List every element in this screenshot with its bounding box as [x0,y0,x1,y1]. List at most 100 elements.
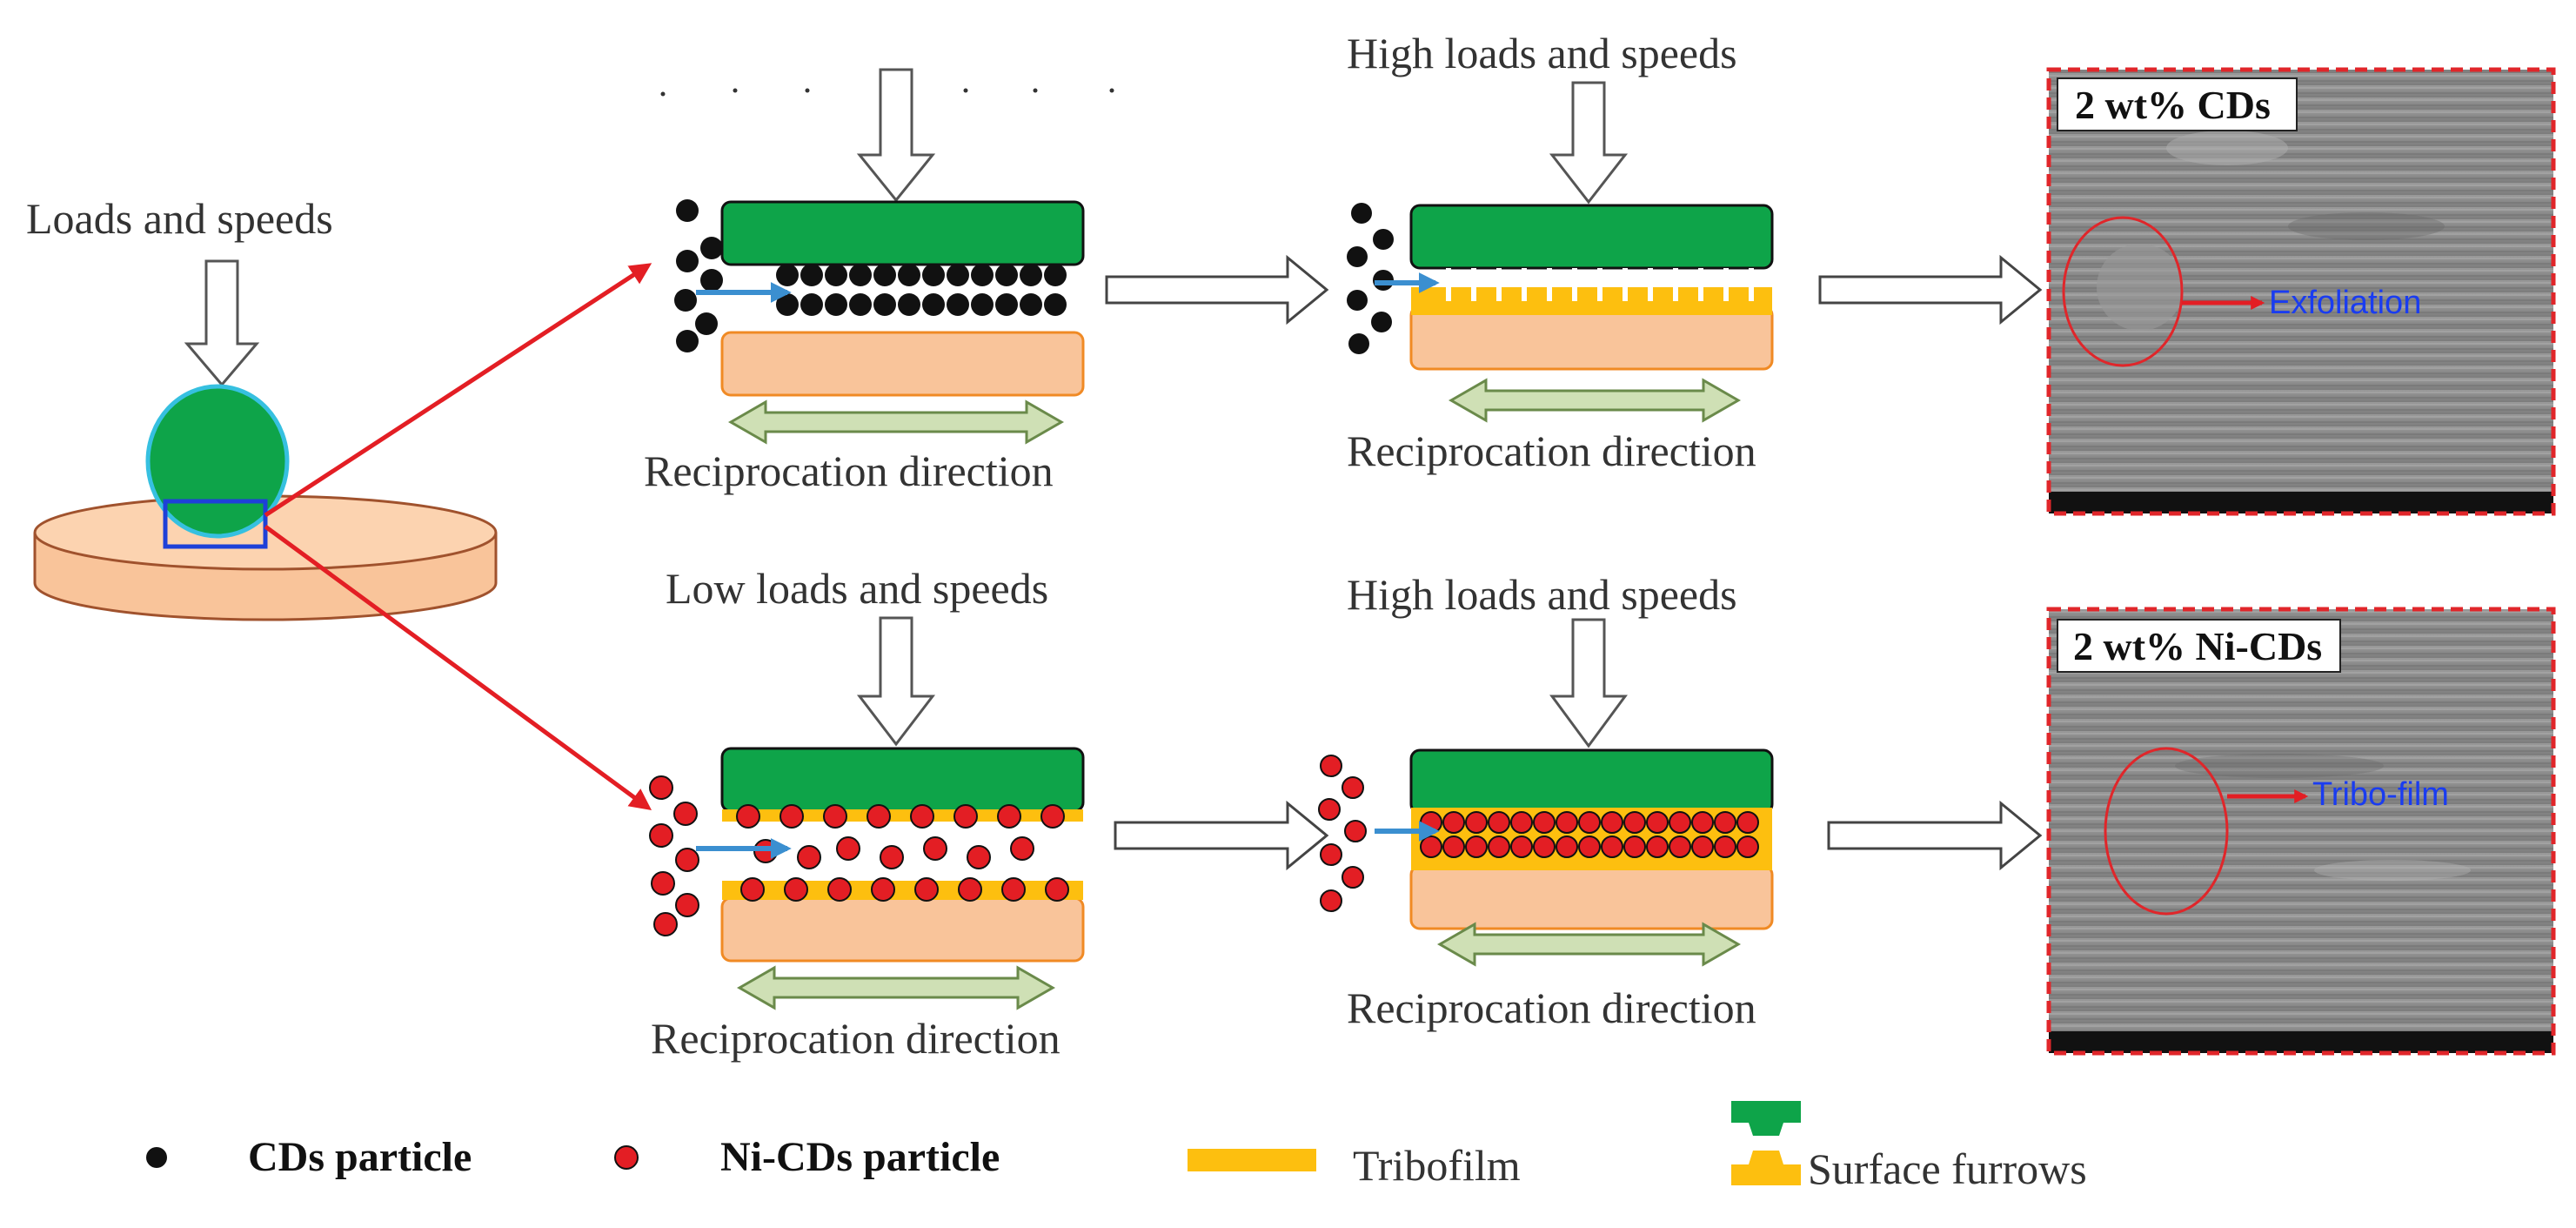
particle [1040,804,1065,829]
legend-tribofilm-swatch [1188,1149,1316,1171]
particle [1533,811,1556,834]
sem-title-box-top [2057,77,2298,131]
particle [1556,811,1578,834]
particle [1320,843,1342,866]
particle [958,877,982,902]
particle [649,823,673,848]
lower-body-bottom-2 [1409,864,1774,930]
particle [676,250,699,272]
particle [849,264,872,286]
furrow [1623,268,1628,301]
particle [1347,290,1368,311]
particle [1646,811,1669,834]
particle [1044,293,1067,316]
particle [1669,811,1691,834]
label-high-loads-bottom: High loads and speeds [1347,570,1737,619]
tribofilm-top-2 [1411,287,1772,315]
particle [1373,229,1394,250]
particle [1371,312,1392,332]
particle [880,845,904,869]
contact-zoom-box [163,499,268,549]
particle [673,802,698,826]
load-arrow-bottom-1 [856,616,936,747]
furrow [1522,268,1527,301]
label-recip-1: Reciprocation direction [644,446,1054,495]
particle [1488,835,1510,858]
particle [800,293,823,316]
particle [700,237,723,259]
particle [675,893,699,917]
furrow [1648,268,1653,301]
particle [1669,835,1691,858]
particle [836,836,860,861]
particle [1020,264,1042,286]
particle [898,293,920,316]
legend-nicds-label: Ni-CDs particle [720,1134,1000,1180]
particle [1623,811,1646,834]
furrow [1597,268,1602,301]
recip-arrow-bottom-2 [1436,922,1742,967]
particle [1442,811,1465,834]
particle [1465,835,1488,858]
particle [1556,835,1578,858]
particle [1646,835,1669,858]
particle [1020,293,1042,316]
load-arrow-top-1 [856,68,936,203]
particle [740,877,765,902]
nicds-particles-bottom-1 [649,775,1069,936]
particle [823,804,847,829]
particle [825,264,847,286]
particle [649,775,673,800]
legend-nicds-swatch [614,1145,639,1170]
particle [784,877,808,902]
sem-title-box-bottom [2057,619,2341,673]
particle [1601,811,1623,834]
particle [1736,835,1759,858]
particle [1044,264,1067,286]
cds-particles-top-2 [1347,203,1394,354]
particle [947,264,969,286]
sem-highlight-top [2062,216,2184,367]
upper-body-top-1 [720,200,1085,266]
furrow [1723,268,1729,301]
label-low-loads: Low loads and speeds [666,564,1048,613]
load-arrow-top-2 [1549,81,1629,205]
particle [1736,811,1759,834]
particle [695,312,718,335]
particle [1488,811,1510,834]
particle [1691,835,1714,858]
particle [675,848,699,872]
particle [779,804,804,829]
legend-furrows-swatch [1731,1101,1801,1185]
sem-image-bottom [2046,607,2556,1056]
tick-marks [660,88,1114,97]
particle [947,293,969,316]
particle [967,845,991,869]
sem-image-top [2046,67,2556,516]
particle [849,293,872,316]
furrow [1572,268,1577,301]
particle [800,264,823,286]
particle [1510,835,1533,858]
load-arrow-left [184,259,260,387]
upper-body-top-2 [1409,204,1774,270]
particle [914,877,939,902]
particle [871,877,895,902]
tribofilm-bottom-1-upper [722,809,1083,822]
particle [898,264,920,286]
sem-title-bottom: 2 wt% Ni-CDs [2073,624,2322,668]
furrow [1496,268,1502,301]
upper-body-bottom-2 [1409,748,1774,815]
particle [1348,333,1369,354]
particle [995,264,1018,286]
particle [676,199,699,222]
particle [676,330,699,352]
particle [1001,877,1026,902]
particle [1351,203,1372,224]
particle [1320,755,1342,777]
label-recip-2: Reciprocation direction [1347,426,1756,475]
particle [1347,246,1368,267]
furrow [1547,268,1552,301]
surface-furrows-top-2 [1446,268,1754,301]
particle [1714,835,1736,858]
